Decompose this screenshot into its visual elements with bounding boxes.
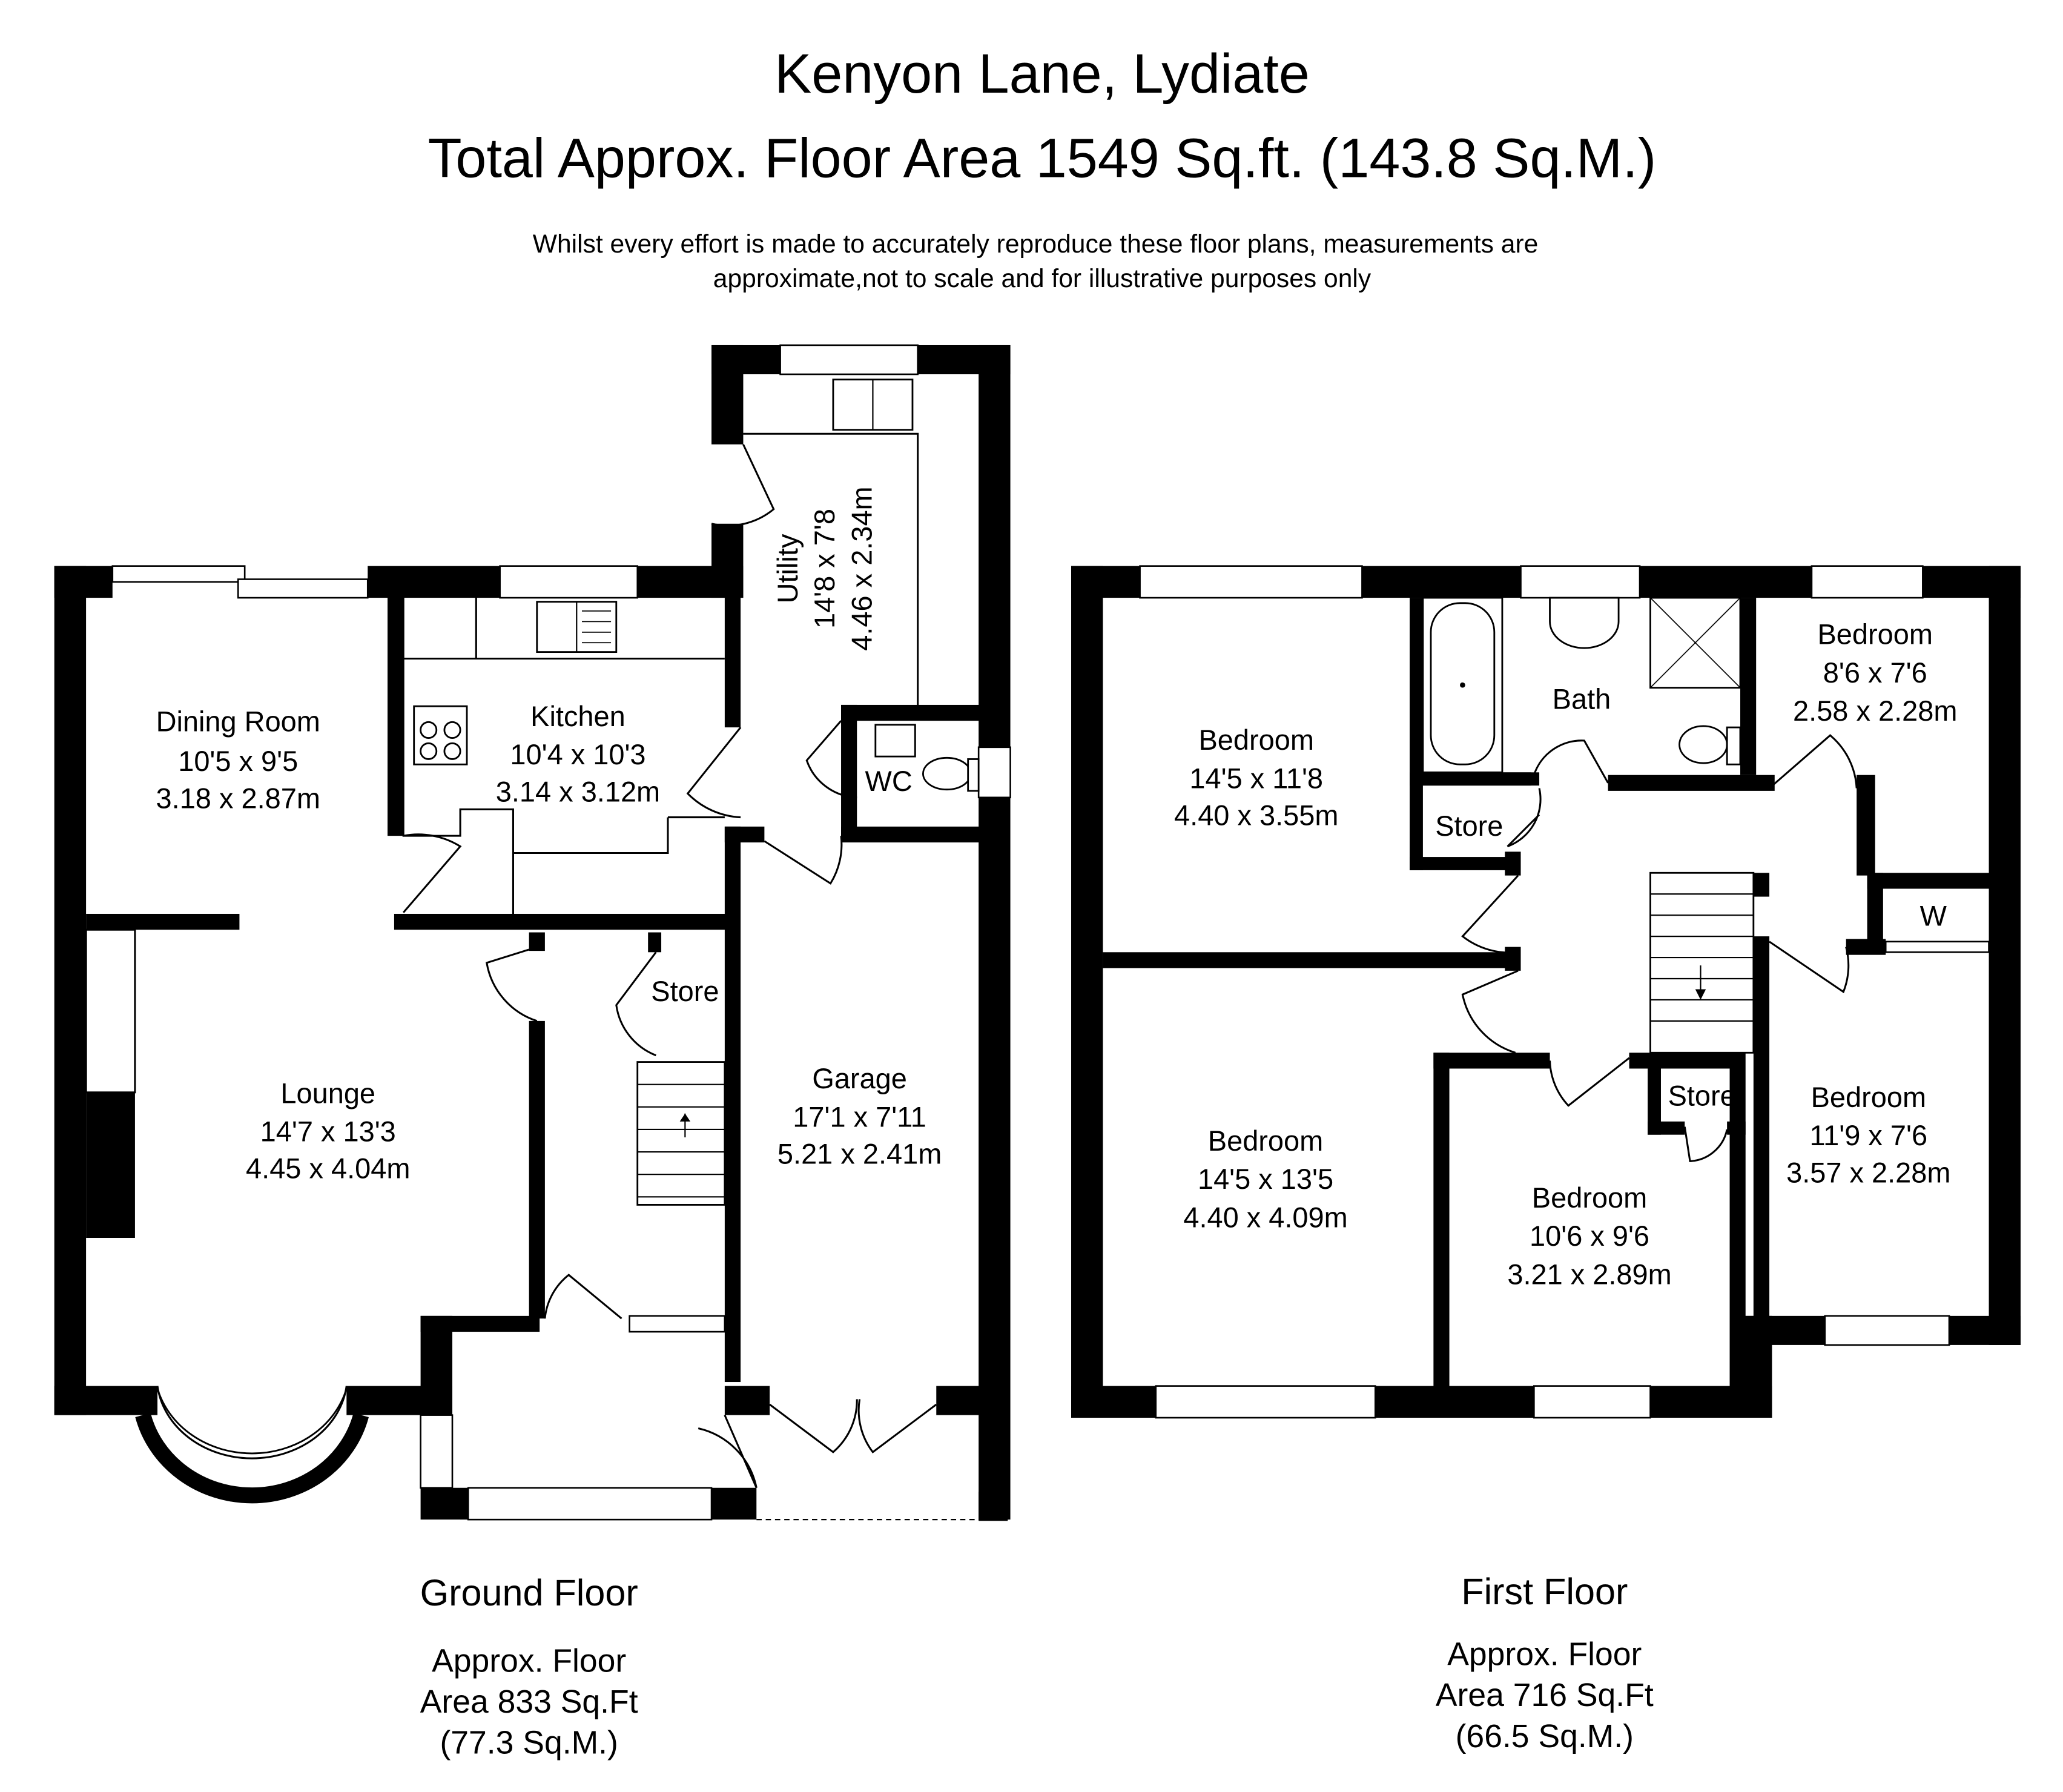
svg-text:Ground Floor: Ground Floor (420, 1572, 638, 1613)
svg-text:5.21 x 2.41m: 5.21 x 2.41m (777, 1138, 942, 1170)
svg-text:2.58 x 2.28m: 2.58 x 2.28m (1793, 695, 1957, 727)
ground-floor-plan: Dining Room 10'5 x 9'5 3.18 x 2.87m Kitc… (54, 344, 1011, 1521)
svg-text:4.40 x 3.55m: 4.40 x 3.55m (1174, 799, 1338, 832)
svg-text:10'5 x 9'5: 10'5 x 9'5 (178, 745, 298, 777)
svg-text:4.40 x 4.09m: 4.40 x 4.09m (1183, 1202, 1347, 1234)
room-bath: Bath (1553, 683, 1611, 715)
first-floor-windows (1139, 565, 1990, 1419)
svg-text:WC: WC (865, 765, 913, 797)
svg-text:Bedroom: Bedroom (1208, 1125, 1323, 1157)
svg-text:Store: Store (1435, 810, 1503, 842)
svg-text:Store: Store (1668, 1080, 1736, 1112)
svg-text:Bedroom: Bedroom (1199, 724, 1314, 756)
svg-text:8'6 x 7'6: 8'6 x 7'6 (1823, 656, 1927, 689)
svg-text:4.46 x 2.34m: 4.46 x 2.34m (845, 486, 877, 650)
svg-text:14'5 x 13'5: 14'5 x 13'5 (1198, 1163, 1333, 1195)
svg-text:Bedroom: Bedroom (1811, 1081, 1926, 1113)
wc-basin-icon (874, 724, 916, 758)
svg-text:Bedroom: Bedroom (1532, 1182, 1647, 1214)
svg-text:Approx. Floor: Approx. Floor (432, 1643, 626, 1679)
room-bedroom-1: Bedroom 14'5 x 11'8 4.40 x 3.55m (1174, 724, 1338, 831)
disclaimer-line-1: Whilst every effort is made to accuratel… (533, 230, 1539, 259)
svg-text:10'4 x 10'3: 10'4 x 10'3 (510, 738, 645, 770)
room-utility: Utility 14'8 x 7'8 4.46 x 2.34m (771, 486, 877, 650)
svg-text:14'5 x 11'8: 14'5 x 11'8 (1189, 762, 1323, 795)
ground-floor-doors (403, 444, 1009, 1521)
svg-text:Area 716 Sq.Ft: Area 716 Sq.Ft (1436, 1678, 1654, 1713)
ground-floor-walls (54, 345, 1011, 1520)
room-w: W (1920, 900, 1947, 932)
toilet-icon (1678, 725, 1728, 764)
ground-floor-caption: Ground Floor Approx. Floor Area 833 Sq.F… (420, 1572, 638, 1761)
room-kitchen: Kitchen 10'4 x 10'3 3.14 x 3.12m (496, 700, 660, 807)
svg-text:4.45 x 4.04m: 4.45 x 4.04m (246, 1152, 410, 1185)
svg-text:W: W (1920, 900, 1947, 932)
svg-text:Kitchen: Kitchen (530, 700, 626, 732)
toilet-icon (922, 756, 972, 791)
room-bedroom-3: Bedroom 14'5 x 13'5 4.40 x 4.09m (1183, 1125, 1347, 1234)
bay-window (135, 1386, 369, 1504)
page-title: Kenyon Lane, Lydiate (774, 43, 1310, 105)
svg-text:10'6 x 9'6: 10'6 x 9'6 (1530, 1220, 1649, 1252)
room-wc: WC (865, 765, 913, 797)
room-bedroom-4: Bedroom 11'9 x 7'6 3.57 x 2.28m (1786, 1081, 1950, 1188)
svg-text:3.14 x 3.12m: 3.14 x 3.12m (496, 775, 660, 807)
room-dining: Dining Room 10'5 x 9'5 3.18 x 2.87m (156, 706, 320, 815)
page-subtitle: Total Approx. Floor Area 1549 Sq.ft. (14… (428, 128, 1657, 190)
room-lounge: Lounge 14'7 x 13'3 4.45 x 4.04m (246, 1077, 410, 1184)
svg-text:Dining Room: Dining Room (156, 706, 320, 738)
disclaimer-line-2: approximate,not to scale and for illustr… (713, 264, 1371, 293)
svg-text:11'9 x 7'6: 11'9 x 7'6 (1810, 1119, 1928, 1151)
basin-icon (1549, 597, 1620, 649)
room-bedroom-5: Bedroom 10'6 x 9'6 3.21 x 2.89m (1507, 1182, 1671, 1291)
svg-text:14'8 x 7'8: 14'8 x 7'8 (808, 509, 840, 629)
svg-text:(66.5 Sq.M.): (66.5 Sq.M.) (1456, 1719, 1634, 1754)
room-bedroom-2: Bedroom 8'6 x 7'6 2.58 x 2.28m (1793, 618, 1957, 727)
svg-text:14'7 x 13'3: 14'7 x 13'3 (260, 1116, 396, 1148)
first-floor-fixtures (1422, 597, 1755, 1054)
svg-text:Bath: Bath (1553, 683, 1611, 715)
svg-text:Store: Store (651, 975, 719, 1007)
svg-text:3.21 x 2.89m: 3.21 x 2.89m (1507, 1258, 1671, 1290)
header: Kenyon Lane, Lydiate Total Approx. Floor… (428, 43, 1657, 293)
svg-text:Approx. Floor: Approx. Floor (1447, 1636, 1642, 1672)
first-floor-doors (1461, 734, 1858, 1162)
svg-text:Bedroom: Bedroom (1818, 618, 1933, 650)
room-store: Store (651, 975, 719, 1007)
ground-floor-windows (111, 344, 1011, 1521)
first-floor-walls (1071, 566, 2021, 1418)
svg-text:Area 833 Sq.Ft: Area 833 Sq.Ft (420, 1684, 638, 1720)
svg-text:17'1 x 7'11: 17'1 x 7'11 (793, 1101, 926, 1133)
svg-text:(77.3 Sq.M.): (77.3 Sq.M.) (440, 1725, 618, 1761)
svg-text:Garage: Garage (812, 1062, 907, 1094)
ground-floor-fixtures (402, 379, 980, 1206)
ground-floor-stairs (636, 1061, 726, 1206)
room-store-2: Store (1668, 1080, 1736, 1112)
svg-text:First Floor: First Floor (1461, 1571, 1628, 1612)
svg-text:Utility: Utility (771, 534, 804, 603)
svg-text:3.18 x 2.87m: 3.18 x 2.87m (156, 782, 320, 814)
first-floor-stairs (1649, 871, 1755, 1054)
first-floor-plan: Bedroom 14'5 x 11'8 4.40 x 3.55m Bath Be… (1071, 565, 2021, 1419)
svg-text:3.57 x 2.28m: 3.57 x 2.28m (1786, 1156, 1950, 1188)
room-store-1: Store (1435, 810, 1503, 842)
room-garage: Garage 17'1 x 7'11 5.21 x 2.41m (777, 1062, 942, 1169)
svg-text:Lounge: Lounge (280, 1077, 375, 1109)
first-floor-caption: First Floor Approx. Floor Area 716 Sq.Ft… (1436, 1571, 1654, 1754)
